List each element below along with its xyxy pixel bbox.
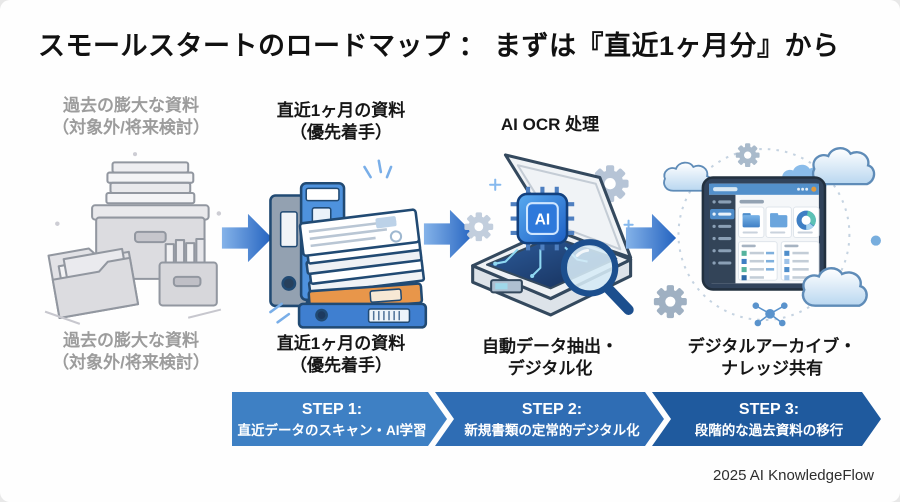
donut-chart-icon (792, 206, 820, 239)
gear-icon (735, 143, 760, 168)
page-title: スモールスタートのロードマップ ： まずは『直近1ヶ月分』から (38, 31, 840, 61)
archive-illustration (36, 146, 232, 335)
gear-icon (464, 212, 494, 242)
app-header-bar (709, 183, 819, 195)
ai-scanner-illustration: AI (464, 153, 634, 317)
binders-illustration (250, 150, 434, 335)
credit-text: 2025 AI KnowledgeFlow (713, 467, 874, 484)
step2-label: STEP 2: (522, 401, 582, 418)
label-line: 過去の膨大な資料 (63, 331, 199, 350)
document-binders-illustration (269, 159, 428, 329)
label-line: （優先着手） (290, 355, 392, 375)
label-line: 過去の膨大な資料 (63, 96, 199, 115)
step3-label: STEP 3: (739, 401, 799, 418)
label-line: 直近1ヶ月の資料 (276, 334, 406, 353)
molecule-icon (752, 302, 788, 327)
dashboard-clouds-illustration (653, 143, 881, 327)
stage2-bottom-label: 直近1ヶ月の資料 （優先着手） (246, 333, 436, 377)
steps-banner: STEP 1: 直近データのスキャン・AI学習 STEP 2: 新規書類の定常的… (232, 391, 882, 452)
label-line: （対象外/将来検討） (52, 117, 210, 137)
step2-desc: 新規書類の定常的デジタル化 (464, 422, 640, 438)
label-line: 直近1ヶ月の資料 (276, 101, 406, 120)
paper-stack-icon (298, 208, 426, 296)
label-line: 自動データ抽出・ (482, 337, 618, 356)
magnifier-icon (560, 239, 634, 315)
label-line: デジタル化 (507, 358, 593, 378)
step3-desc: 段階的な過去資料の移行 (695, 422, 844, 438)
tablet-icon (701, 176, 827, 291)
step3-chevron (652, 392, 881, 446)
arrow-right-icon (625, 211, 677, 270)
step1-chevron (232, 392, 447, 446)
paper-stack-icon (105, 161, 196, 205)
arrow-right-icon (221, 211, 273, 270)
binder-blue-bottom-icon (297, 302, 428, 329)
stage3-bottom-label: 自動データ抽出・ デジタル化 (443, 336, 657, 380)
arrow-right-icon (423, 207, 475, 266)
scanner-illustration: AI (446, 142, 646, 335)
sparkle-decor (269, 159, 393, 324)
cloud-icon (811, 147, 876, 186)
step1-desc: 直近データのスキャン・AI学習 (238, 422, 427, 438)
gear-icon (653, 285, 687, 319)
step2-chevron (435, 392, 664, 446)
label-line: （優先着手） (290, 122, 392, 142)
stage1-bottom-label: 過去の膨大な資料 （対象外/将来検討） (18, 330, 244, 374)
dot-decor (870, 235, 881, 246)
dashboard-illustration (650, 140, 884, 335)
list-panel (780, 241, 820, 281)
folder-icon (47, 247, 140, 320)
ai-chip-label: AI (535, 212, 550, 229)
label-line: AI OCR 处理 (500, 115, 600, 134)
folder-card (765, 206, 792, 239)
folder-card (738, 206, 765, 239)
archive-boxes-illustration (44, 152, 222, 325)
label-line: （対象外/将来検討） (52, 352, 210, 372)
file-box-icon (158, 238, 218, 307)
stage3-top-label: AI OCR 处理 (450, 114, 650, 136)
stage1-top-label: 過去の膨大な資料 （対象外/将来検討） (18, 95, 244, 139)
label-line: ナレッジ共有 (721, 358, 823, 378)
dotted-orbit (677, 148, 851, 321)
label-line: デジタルアーカイブ・ (687, 337, 857, 356)
list-panel (738, 241, 778, 281)
step1-label: STEP 1: (302, 401, 362, 418)
sparkle-decor (44, 152, 222, 325)
ai-chip-icon: AI (510, 186, 575, 251)
stage2-top-label: 直近1ヶ月の資料 （優先着手） (246, 100, 436, 144)
stage4-bottom-label: デジタルアーカイブ・ ナレッジ共有 (652, 336, 892, 380)
